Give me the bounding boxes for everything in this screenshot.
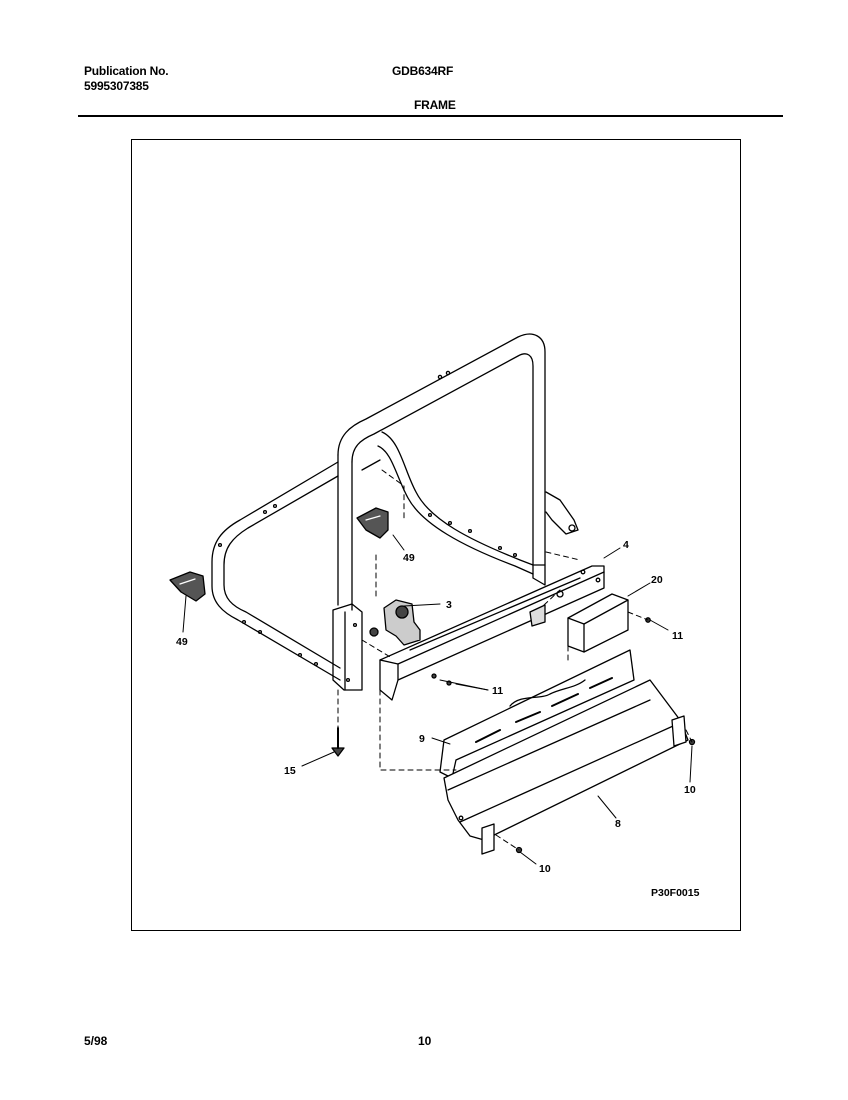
callout-9: 9 [419, 733, 425, 745]
assembly-dash-lines [337, 469, 693, 851]
callout-8: 8 [615, 818, 621, 830]
callout-11-right: 11 [672, 630, 683, 642]
diagram-frame [131, 139, 741, 931]
housing-20 [567, 593, 629, 653]
publication-number: 5995307385 [84, 79, 149, 93]
callout-20: 20 [651, 574, 663, 586]
callout-15: 15 [284, 765, 296, 777]
bracket-4 [379, 565, 605, 701]
section-title: FRAME [414, 98, 456, 112]
toe-panel-9 [439, 649, 635, 779]
tub-frame [211, 333, 546, 691]
leader-lines [182, 534, 693, 865]
screw-15 [331, 727, 345, 757]
screw-11-lower [431, 673, 452, 686]
bracket-49-rear [356, 507, 389, 539]
callout-49-rear: 49 [403, 552, 415, 564]
header-rule [78, 115, 783, 117]
publication-label: Publication No. [84, 64, 169, 78]
footer-date: 5/98 [84, 1034, 108, 1048]
rear-leveling-leg [545, 491, 579, 535]
valve-3 [369, 599, 421, 646]
callout-3: 3 [446, 599, 452, 611]
diagram-code: P30F0015 [651, 887, 700, 899]
kick-plate-8 [443, 679, 689, 855]
bracket-49-front [169, 571, 206, 602]
footer-page-number: 10 [418, 1034, 432, 1048]
callout-10-right: 10 [684, 784, 696, 796]
callout-10-bottom: 10 [539, 863, 551, 875]
callout-11-lower: 11 [492, 685, 503, 697]
callout-49-front: 49 [176, 636, 188, 648]
model-number: GDB634RF [392, 64, 454, 78]
callout-4: 4 [623, 539, 629, 551]
